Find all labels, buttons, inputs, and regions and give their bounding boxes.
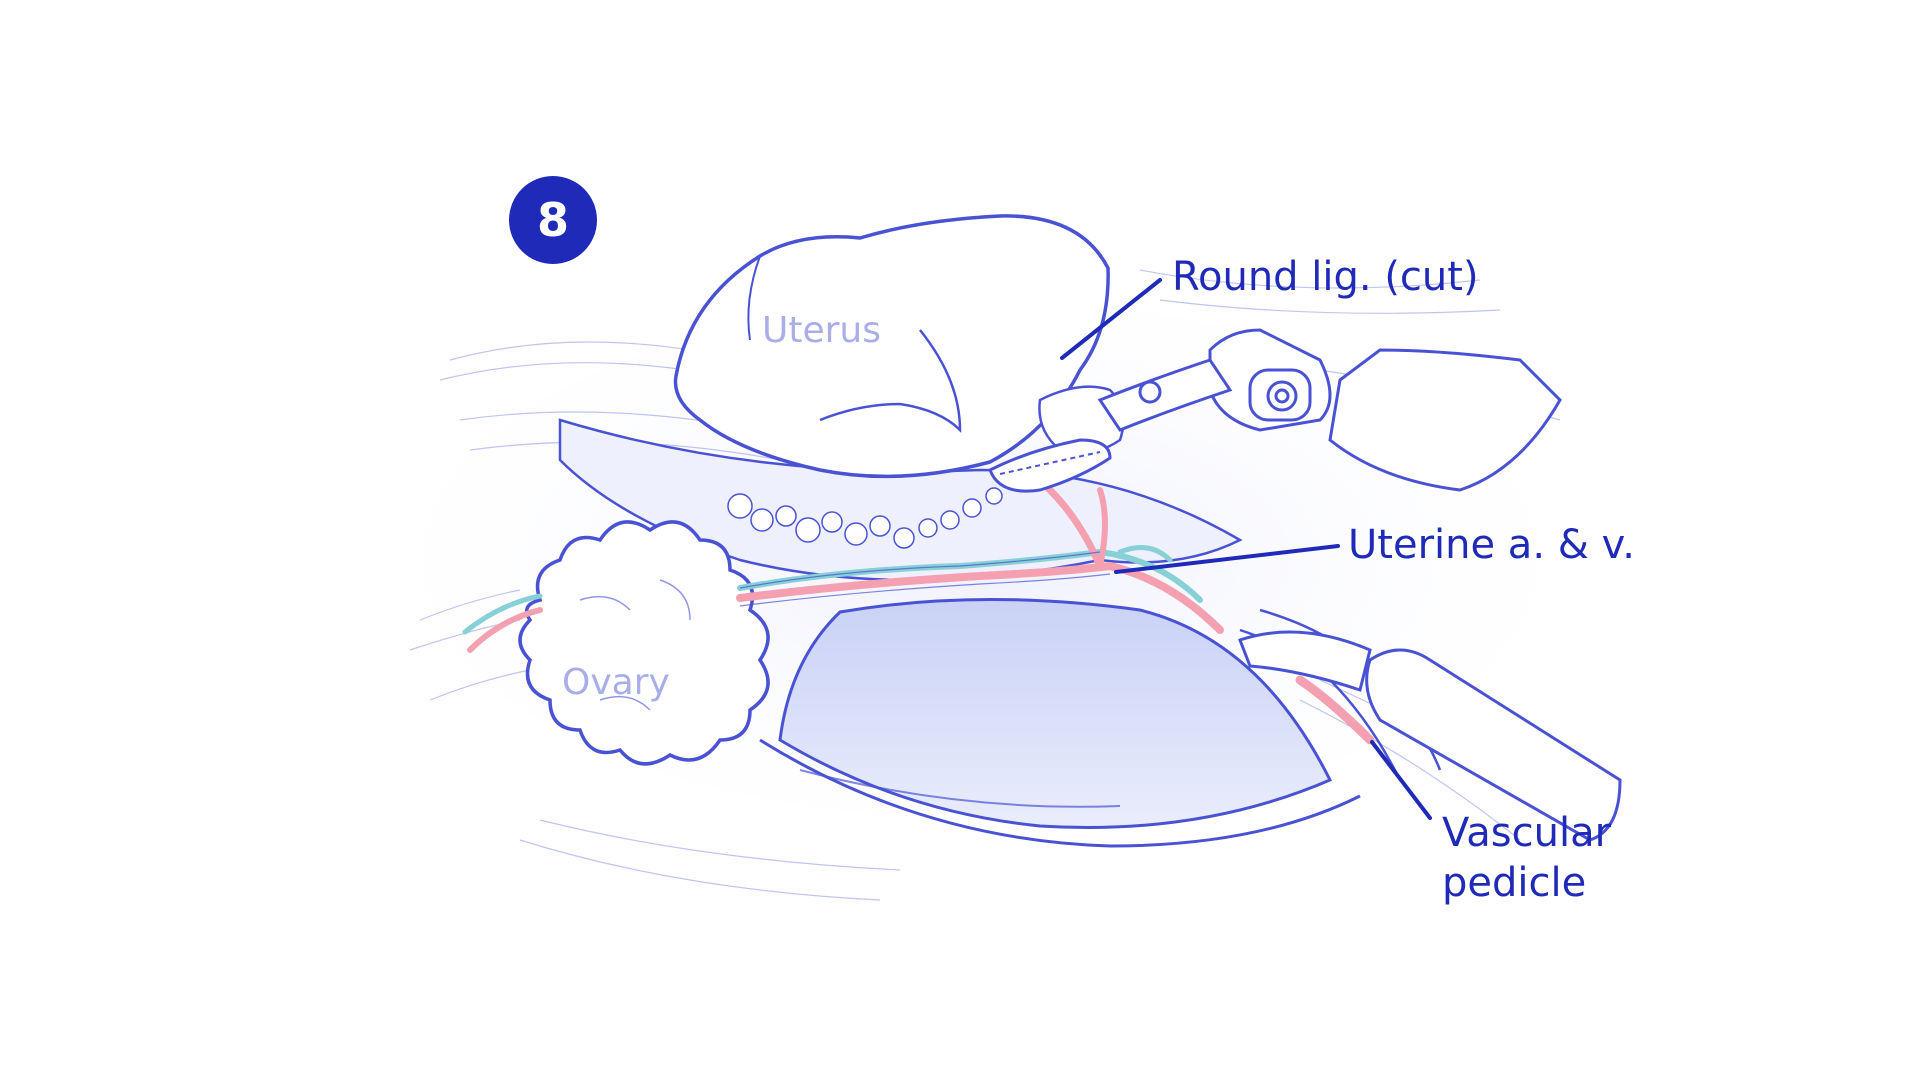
uterus-fold [819, 329, 962, 434]
uterine-artery-path [736, 561, 1224, 634]
step-number-badge: 8 [509, 176, 597, 264]
upper-grasper-jaw-teeth [999, 451, 1101, 475]
peritoneal-cavity [778, 598, 1333, 829]
uterine-artery-branch-2 [1097, 487, 1108, 569]
ovary-texture [579, 579, 691, 711]
uterus-label: Uterus [762, 310, 881, 351]
lower-instrument [1238, 630, 1622, 842]
cavity-floor-line [799, 769, 1121, 808]
vascular-pedicle-vessel [1295, 675, 1375, 745]
uterine-vessels-leader [1114, 544, 1340, 574]
uterine-vessels-callout: Uterine a. & v. [1348, 522, 1635, 568]
vessel-outlines [739, 551, 1111, 607]
upper-grasper-instrument [988, 328, 1562, 493]
ovarian-artery [467, 607, 543, 653]
ovary-shape [518, 520, 770, 766]
ovary-label: Ovary [562, 662, 670, 703]
vascular-pedicle-leader [1370, 740, 1432, 820]
vascular-pedicle-callout-line1: Vascular [1442, 810, 1612, 856]
vascular-pedicle-callout-line2: pedicle [1442, 860, 1587, 906]
lower-instrument-tip [1238, 630, 1372, 692]
uterus-shape [673, 214, 1110, 479]
upper-grasper-arm [1097, 358, 1233, 432]
upper-grasper-hinge [1138, 380, 1162, 404]
upper-grasper-jaw [988, 438, 1112, 493]
callout-leaders [1060, 278, 1432, 820]
lower-instrument-shaft [1365, 648, 1622, 842]
round-ligament-callout: Round lig. (cut) [1172, 254, 1479, 300]
upper-grasper-shaft [1328, 348, 1562, 492]
upper-grasper-pivot-inner [1274, 388, 1290, 404]
uterine-vein-branch [1117, 545, 1173, 563]
cavity-rim [759, 738, 1361, 848]
round-ligament-leader [1060, 278, 1162, 360]
ovarian-vein [462, 593, 543, 635]
uterus-top-crease [747, 255, 761, 341]
adipose-tissue [727, 487, 1003, 549]
